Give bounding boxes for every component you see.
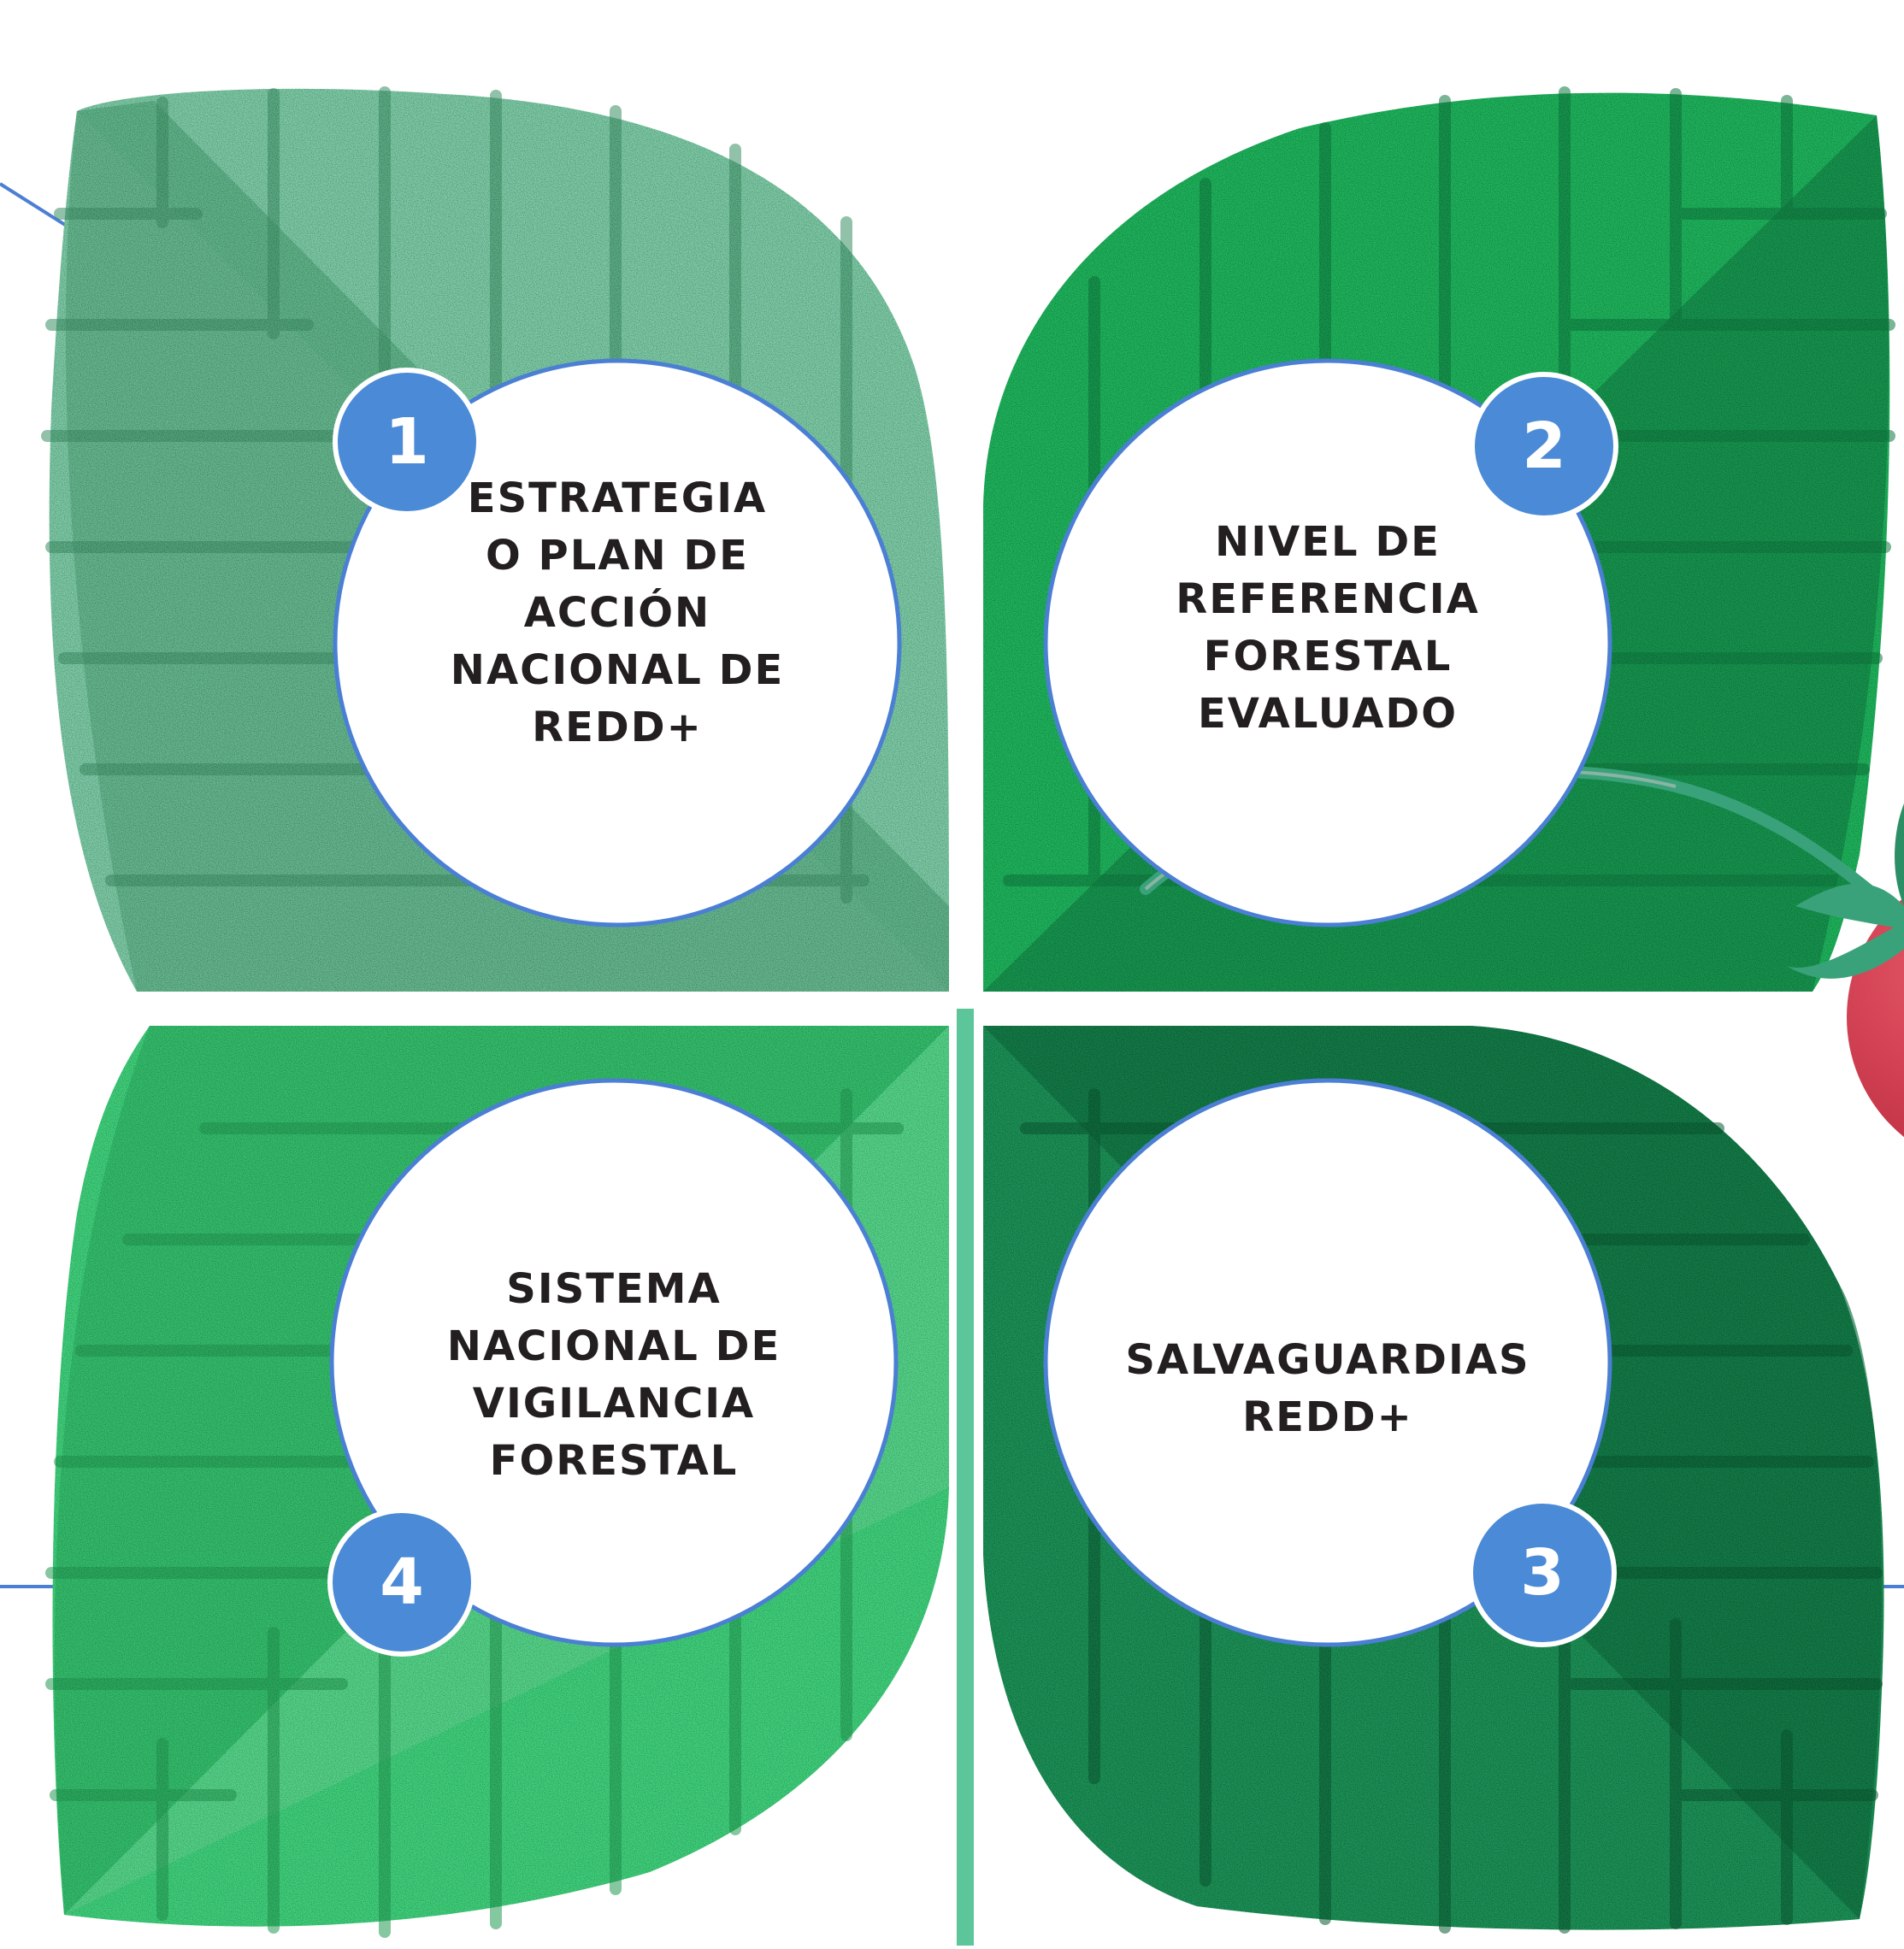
item-label-4: SISTEMA NACIONAL DE VIGILANCIA FORESTAL (383, 1175, 845, 1576)
item-line: NACIONAL DE (446, 1322, 781, 1370)
item-circle-2 (1043, 358, 1612, 927)
badge-number-1: 1 (385, 405, 429, 479)
number-badge-icon (1468, 1499, 1617, 1647)
item-line: ESTRATEGIA (467, 474, 768, 522)
item-line: FORESTAL (489, 1437, 739, 1485)
item-line: FORESTAL (1203, 633, 1453, 680)
item-circle-1 (333, 358, 902, 927)
item-circle-4 (329, 1078, 899, 1647)
item-line: NIVEL DE (1215, 518, 1441, 566)
item-line: ACCIÓN (523, 588, 711, 637)
item-line: NACIONAL DE (450, 645, 785, 694)
badge-number-3: 3 (1520, 1536, 1565, 1610)
item-line: REDD+ (1242, 1393, 1413, 1441)
item-line: REDD+ (532, 703, 703, 751)
number-badge-icon (1470, 372, 1618, 521)
item-line: SALVAGUARDIAS (1125, 1336, 1530, 1384)
item-circle-3 (1043, 1078, 1612, 1647)
number-badge-icon (333, 368, 481, 516)
item-line: VIGILANCIA (472, 1380, 756, 1428)
badge-number-4: 4 (380, 1546, 424, 1619)
item-line: O PLAN DE (486, 531, 749, 580)
item-line: SISTEMA (506, 1265, 722, 1313)
berry-icon (1787, 804, 1904, 1138)
number-badges (327, 368, 1618, 1657)
number-badge-icon (327, 1508, 476, 1657)
item-label-2: NIVEL DE REFERENCIA FORESTAL EVALUADO (1097, 427, 1559, 829)
item-line: EVALUADO (1198, 690, 1458, 738)
item-label-3: SALVAGUARDIAS REDD+ (1097, 1188, 1559, 1590)
item-circles (329, 358, 1612, 1647)
badge-number-2: 2 (1522, 409, 1566, 483)
item-label-1: ESTRATEGIA O PLAN DE ACCIÓN NACIONAL DE … (386, 412, 848, 814)
item-line: REFERENCIA (1176, 575, 1480, 623)
